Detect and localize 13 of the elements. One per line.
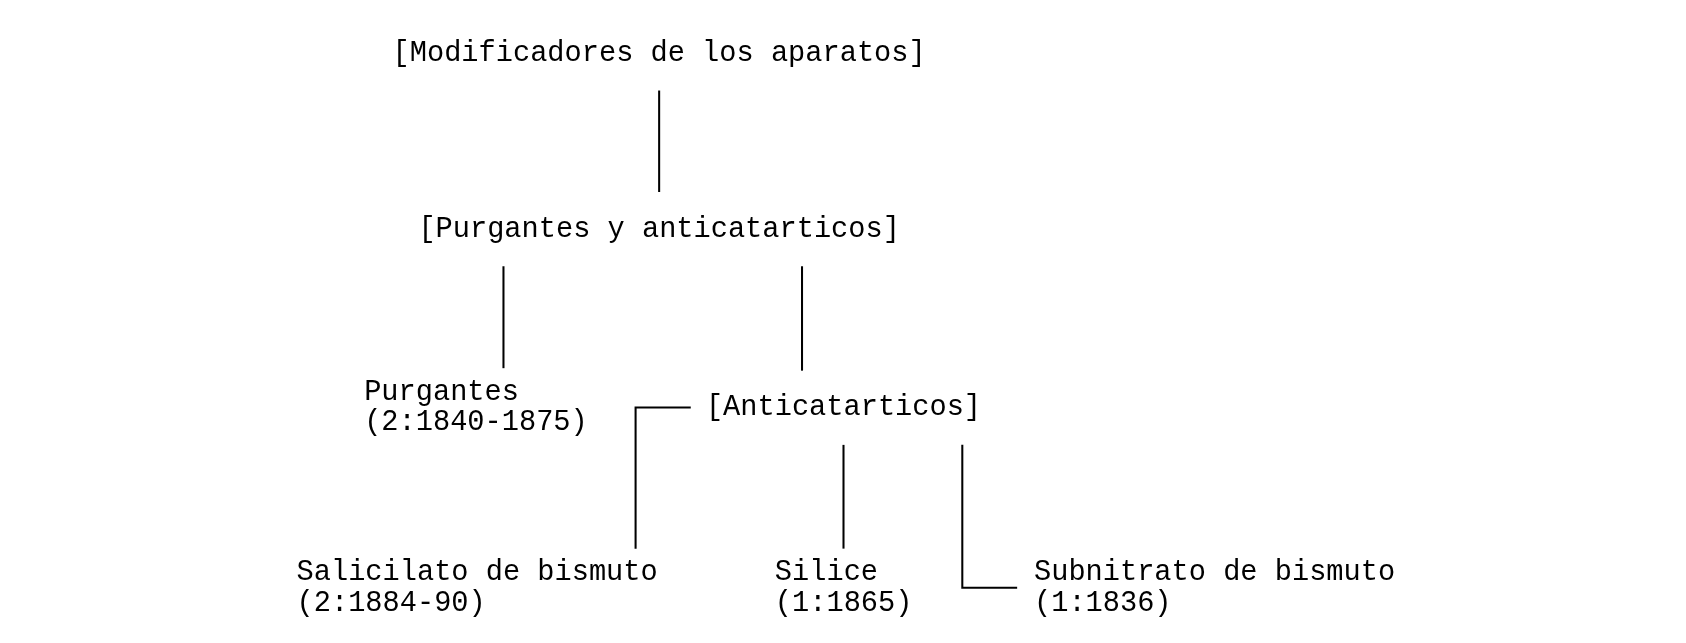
connector <box>960 444 1017 589</box>
node-text: Salicilato de bismuto (2:1884-90) <box>296 556 658 620</box>
connector <box>657 90 660 192</box>
node-text: Purgantes (2:1840-1875) <box>363 375 588 440</box>
connector <box>634 406 691 549</box>
connector <box>501 266 504 369</box>
node-text: [Modificadores de los aparatos] <box>392 36 926 70</box>
node-text: [Purgantes y anticatarticos] <box>417 212 900 246</box>
connector <box>841 444 845 549</box>
node-text: Silice (1:1865) <box>774 556 912 620</box>
connector <box>800 266 803 371</box>
node-text: Subnitrato de bismuto (1:1836) <box>1033 556 1395 620</box>
node-text: [Anticatarticos] <box>705 391 981 425</box>
